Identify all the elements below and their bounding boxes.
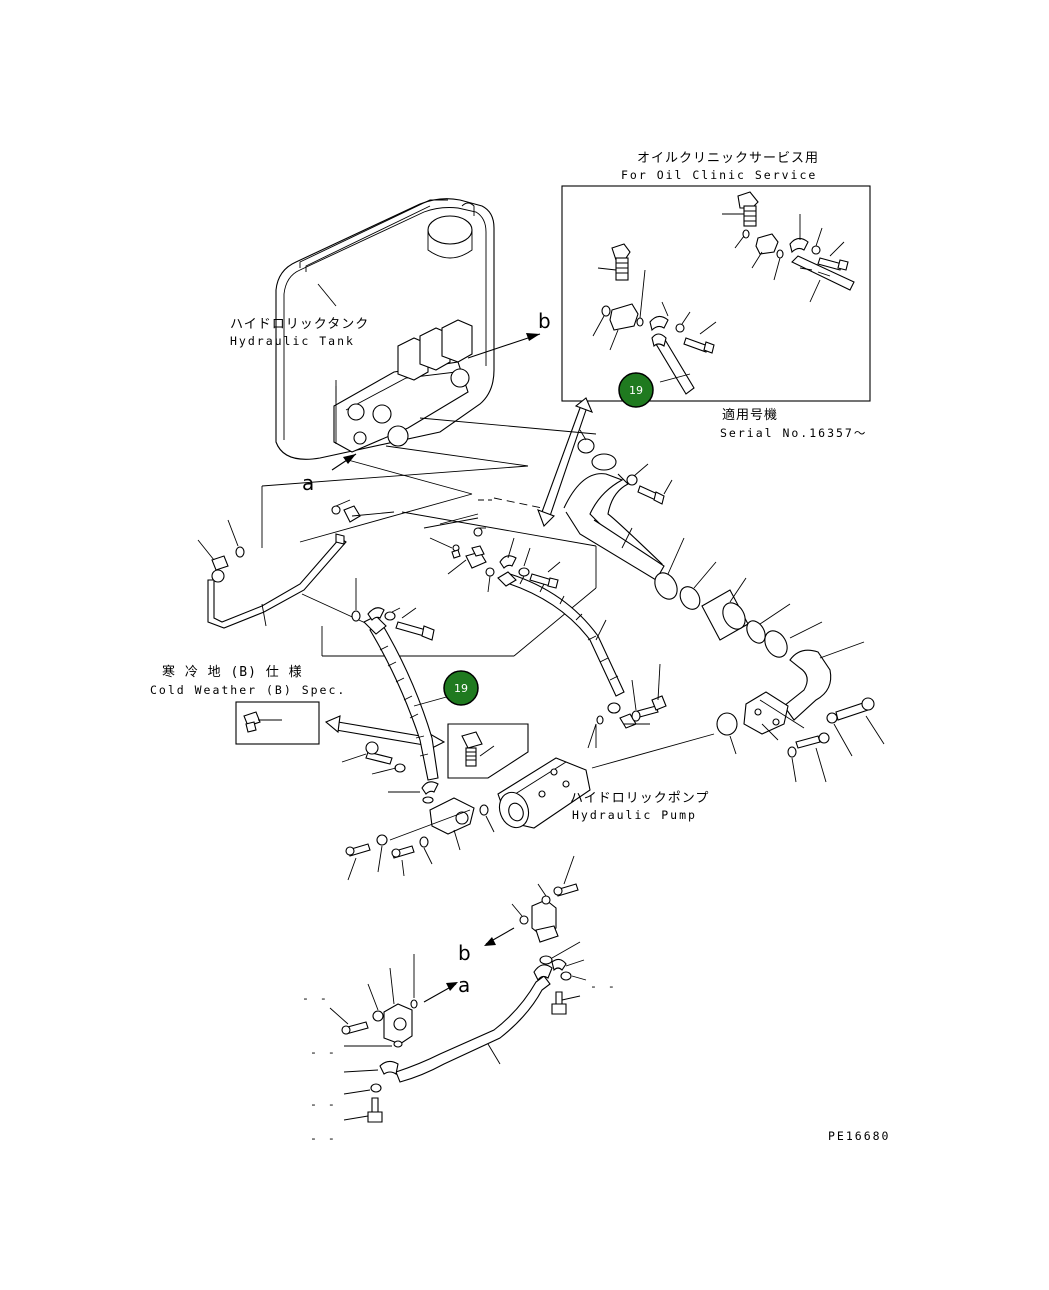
hydraulic-tank-label-en: Hydraulic Tank <box>230 334 355 348</box>
view-a-label-upper: a <box>302 471 314 495</box>
oil-clinic-title-en: For Oil Clinic Service <box>621 168 817 182</box>
dash-note-4: - - <box>310 1131 337 1145</box>
cold-weather-fitting <box>243 711 282 733</box>
svg-text:19: 19 <box>629 384 643 397</box>
double-arrow-upper <box>537 397 594 527</box>
dash-note-2: - - <box>310 1045 337 1059</box>
drawing-number: PE16680 <box>828 1129 890 1143</box>
delivery-hose-center <box>351 578 451 781</box>
dash-note-3: - - <box>310 1097 337 1111</box>
dash-note-5: - - <box>590 979 617 993</box>
svg-text:19: 19 <box>454 682 468 695</box>
return-hose-center <box>429 527 667 729</box>
ref-marker-19-lower[interactable]: 19 <box>443 670 479 706</box>
oil-clinic-title-jp: オイルクリニックサービス用 <box>637 151 819 166</box>
view-a-label-lower: a <box>458 973 470 997</box>
serial-label-jp: 適用号機 <box>722 407 778 423</box>
serial-label-en: Serial No.16357〜 <box>720 426 867 440</box>
oil-clinic-parts <box>592 191 855 395</box>
cold-weather-label-en: Cold Weather (B) Spec. <box>150 683 346 697</box>
drain-pipe-left <box>197 499 395 629</box>
hydraulic-pump-label-jp: ハイドロリックポンプ <box>570 791 709 806</box>
hydraulic-tank <box>275 198 495 460</box>
pump-port-inset-frame <box>447 723 529 779</box>
assembly-plane-lines <box>261 417 715 769</box>
control-valve <box>333 319 473 453</box>
pump-port-fitting <box>461 731 495 767</box>
hydraulic-tank-label-jp: ハイドロリックタンク <box>230 317 369 332</box>
cold-weather-inset-frame <box>235 701 320 745</box>
view-b-label-lower: b <box>458 941 471 965</box>
dash-note-1: - - <box>302 991 329 1005</box>
ref-marker-19-upper[interactable]: 19 <box>618 372 654 408</box>
hydraulic-pump <box>479 757 591 833</box>
view-b-label-upper: b <box>538 309 551 333</box>
cold-weather-label-jp: 寒 冷 地 (B) 仕 様 <box>162 664 303 680</box>
oil-clinic-inset-frame <box>561 185 871 402</box>
suction-line-parts <box>563 429 885 783</box>
hydraulic-pump-label-en: Hydraulic Pump <box>572 808 697 822</box>
pump-flange-parts <box>341 741 475 881</box>
lower-view-parts <box>329 855 587 1123</box>
